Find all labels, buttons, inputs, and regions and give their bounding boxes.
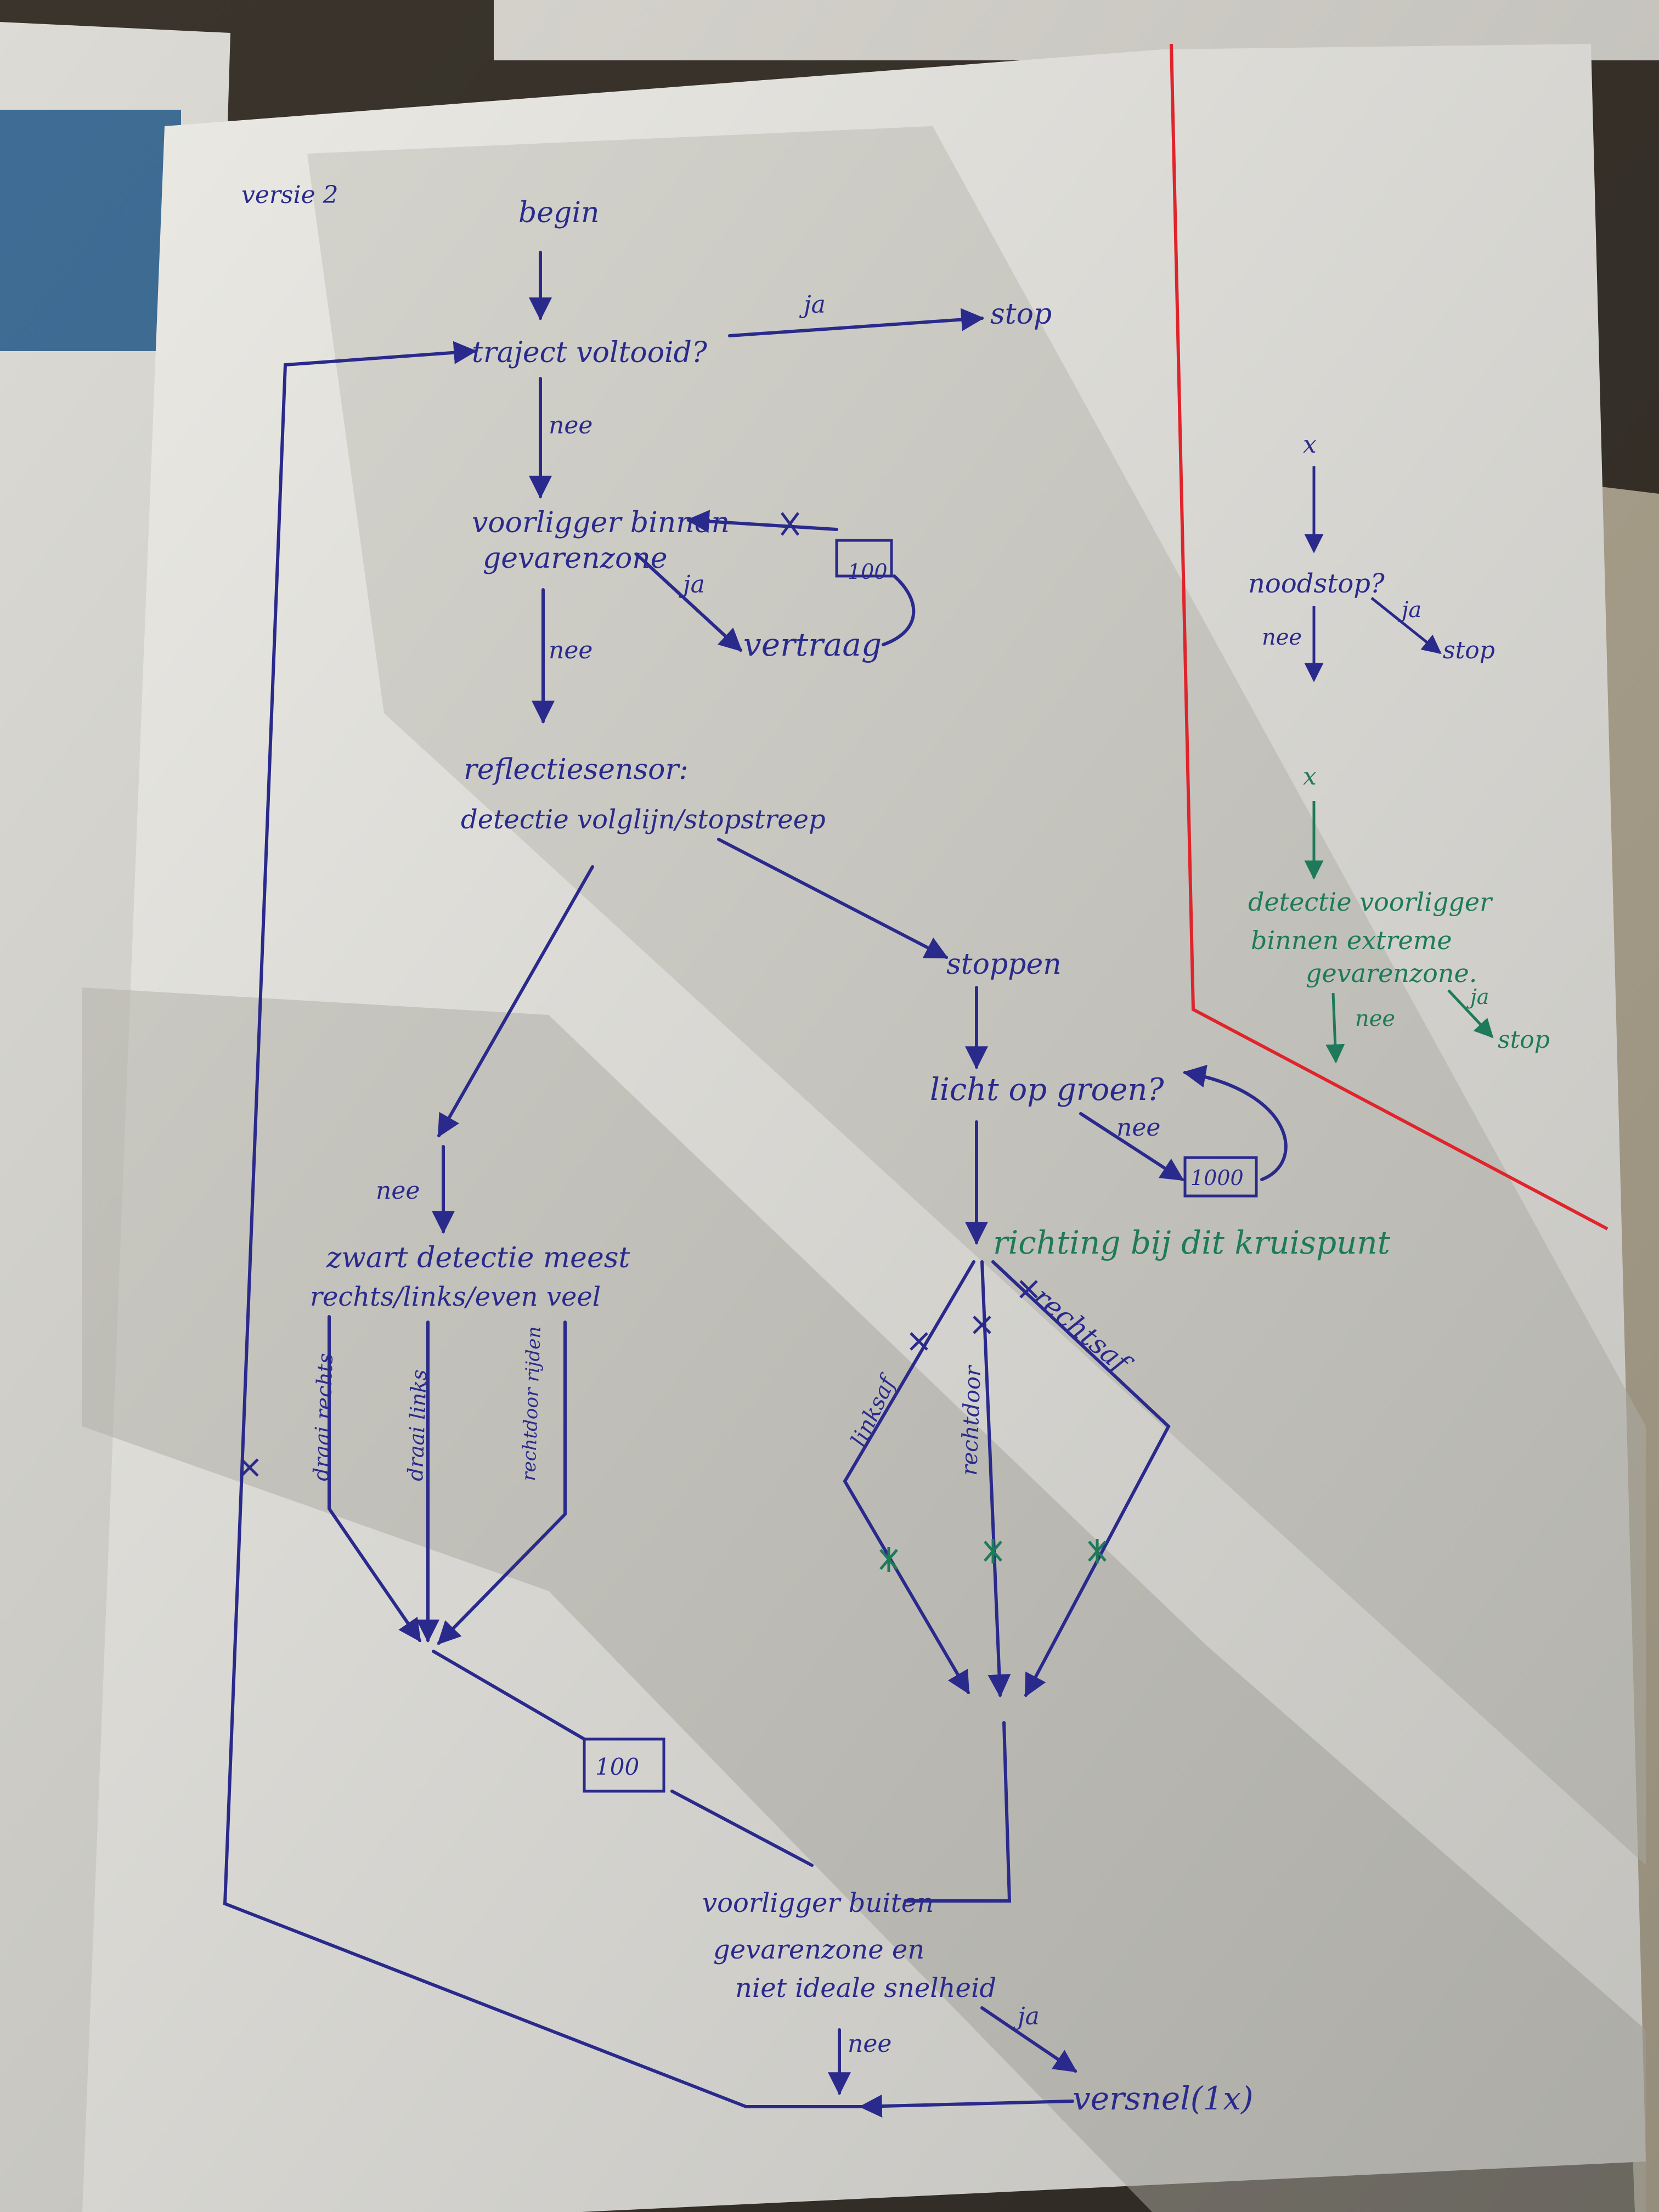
edge-box-licht (1182, 1064, 1288, 1181)
node-detectie-volglijn: detectie volglijn/stopstreep (461, 804, 826, 835)
node-voorligger-binnen: voorligger binnen (472, 506, 730, 539)
node-begin: begin (518, 196, 599, 229)
timer-boxes (583, 539, 1258, 1793)
label-draai-rechts: draai rechts (309, 1353, 337, 1482)
side-detectie-voorligger: detectie voorligger (1248, 887, 1493, 917)
edge-box-voorligger (686, 510, 838, 533)
side-cross-green: x (1303, 763, 1317, 791)
edge-reflectie-nee (437, 865, 594, 1138)
timer-box-c (583, 1737, 665, 1793)
node-traject-voltooid: traject voltooid? (472, 336, 708, 369)
cross-mark-icon (1088, 1539, 1107, 1564)
edge-kruispunt-voorligger-buiten (904, 1721, 1012, 1903)
cross-mark-icon (910, 1332, 928, 1351)
label-nee: nee (549, 636, 592, 664)
edge-licht-box (1079, 1112, 1184, 1181)
label-nee: nee (376, 1177, 420, 1205)
label-ja: ja (799, 291, 826, 319)
edge-traject-stop (728, 308, 985, 337)
node-gevarenzone: gevarenzone (483, 542, 668, 575)
timer-box-a (835, 539, 893, 578)
side-panel-edges-green (1304, 801, 1494, 1064)
side-panel-text: x noodstop? nee ja stop x detectie voorl… (1248, 431, 1550, 1054)
label-ja: ja (678, 571, 705, 599)
node-licht-op-groen: licht op groen? (930, 1072, 1164, 1108)
node-voorligger-buiten: voorligger buiten (702, 1888, 934, 1918)
edge-rechtsaf (991, 1260, 1171, 1697)
side-ja-green: ja (1466, 985, 1489, 1009)
label-nee: nee (848, 2030, 891, 2058)
side-nee: nee (1262, 625, 1302, 650)
edge-cross-marks (240, 512, 1038, 1477)
side-gevarenzone: gevarenzone. (1306, 958, 1477, 988)
node-zwart-detectie: zwart detectie meest (326, 1242, 630, 1274)
label-rechtdoor: rechtdoor (957, 1364, 986, 1476)
edge-box-voorligger-buiten (670, 1790, 814, 1867)
timer-box-b (1183, 1156, 1258, 1198)
edge-reflectie-stoppen (717, 838, 949, 959)
edge-linksaf (843, 1260, 975, 1695)
side-stop: stop (1443, 636, 1495, 664)
flowchart-text: versie 2 begin traject voltooid? stop ja… (241, 181, 1254, 2117)
cross-mark-icon (1019, 1280, 1038, 1299)
edge-merge-box (432, 1650, 586, 1741)
node-reflectiesensor: reflectiesensor: (464, 753, 689, 786)
label-ja: ja (1013, 2002, 1040, 2030)
label-nee: nee (1116, 1114, 1160, 1142)
node-vertraag: vertraag (743, 626, 882, 663)
cross-mark-icon (240, 1458, 259, 1477)
side-binnen-extreme: binnen extreme (1251, 926, 1452, 955)
node-stoppen: stoppen (946, 948, 1062, 981)
side-cross-top: x (1303, 431, 1317, 459)
box-value: 1000 (1190, 1166, 1244, 1190)
side-ja: ja (1397, 597, 1421, 623)
green-cross-marks (879, 1539, 1107, 1572)
edge-voorligger-vertraag (635, 552, 743, 652)
side-noodstop: noodstop? (1248, 568, 1385, 599)
edge-detectie-nee (1325, 992, 1345, 1064)
edge-detectie-stop (1447, 989, 1494, 1039)
box-value: 100 (595, 1753, 639, 1780)
node-gevarenzone-en: gevarenzone en (713, 1934, 924, 1965)
side-panel-border (1170, 43, 1609, 1231)
node-stop: stop (990, 298, 1052, 331)
cross-mark-icon (781, 512, 799, 536)
edge-rechtdoor-rijden (437, 1321, 567, 1645)
cross-mark-icon (973, 1316, 991, 1334)
flowchart-edges (223, 251, 1288, 2118)
edge-noodstop-stop (1370, 597, 1442, 654)
side-nee-green: nee (1355, 1006, 1395, 1031)
node-versnel: versnel(1x) (1073, 2080, 1254, 2117)
label-rechtdoor-rijden: rechtdoor rijden (518, 1326, 545, 1481)
cross-mark-icon (984, 1539, 1002, 1564)
cross-mark-icon (879, 1547, 898, 1572)
label-nee: nee (549, 411, 592, 439)
node-rechts-links: rechts/links/even veel (310, 1282, 601, 1312)
edge-versnel-merge (859, 2095, 1074, 2118)
version-label: versie 2 (241, 181, 338, 209)
label-draai-links: draai links (403, 1369, 431, 1482)
side-panel-edges-blue (1304, 466, 1442, 682)
green-note-richting: richting bij dit kruispunt (993, 1224, 1391, 1261)
box-value: 100 (848, 560, 888, 584)
side-stop-green: stop (1498, 1026, 1550, 1054)
edge-voorligger-buiten-versnel (980, 2006, 1077, 2073)
edge-vertraag-box (882, 574, 916, 646)
node-niet-ideale-snelheid: niet ideale snelheid (735, 1973, 996, 2004)
edge-rechtdoor (980, 1260, 1011, 1698)
edge-draai-rechts (328, 1315, 421, 1643)
edge-loop-back (223, 341, 863, 2108)
